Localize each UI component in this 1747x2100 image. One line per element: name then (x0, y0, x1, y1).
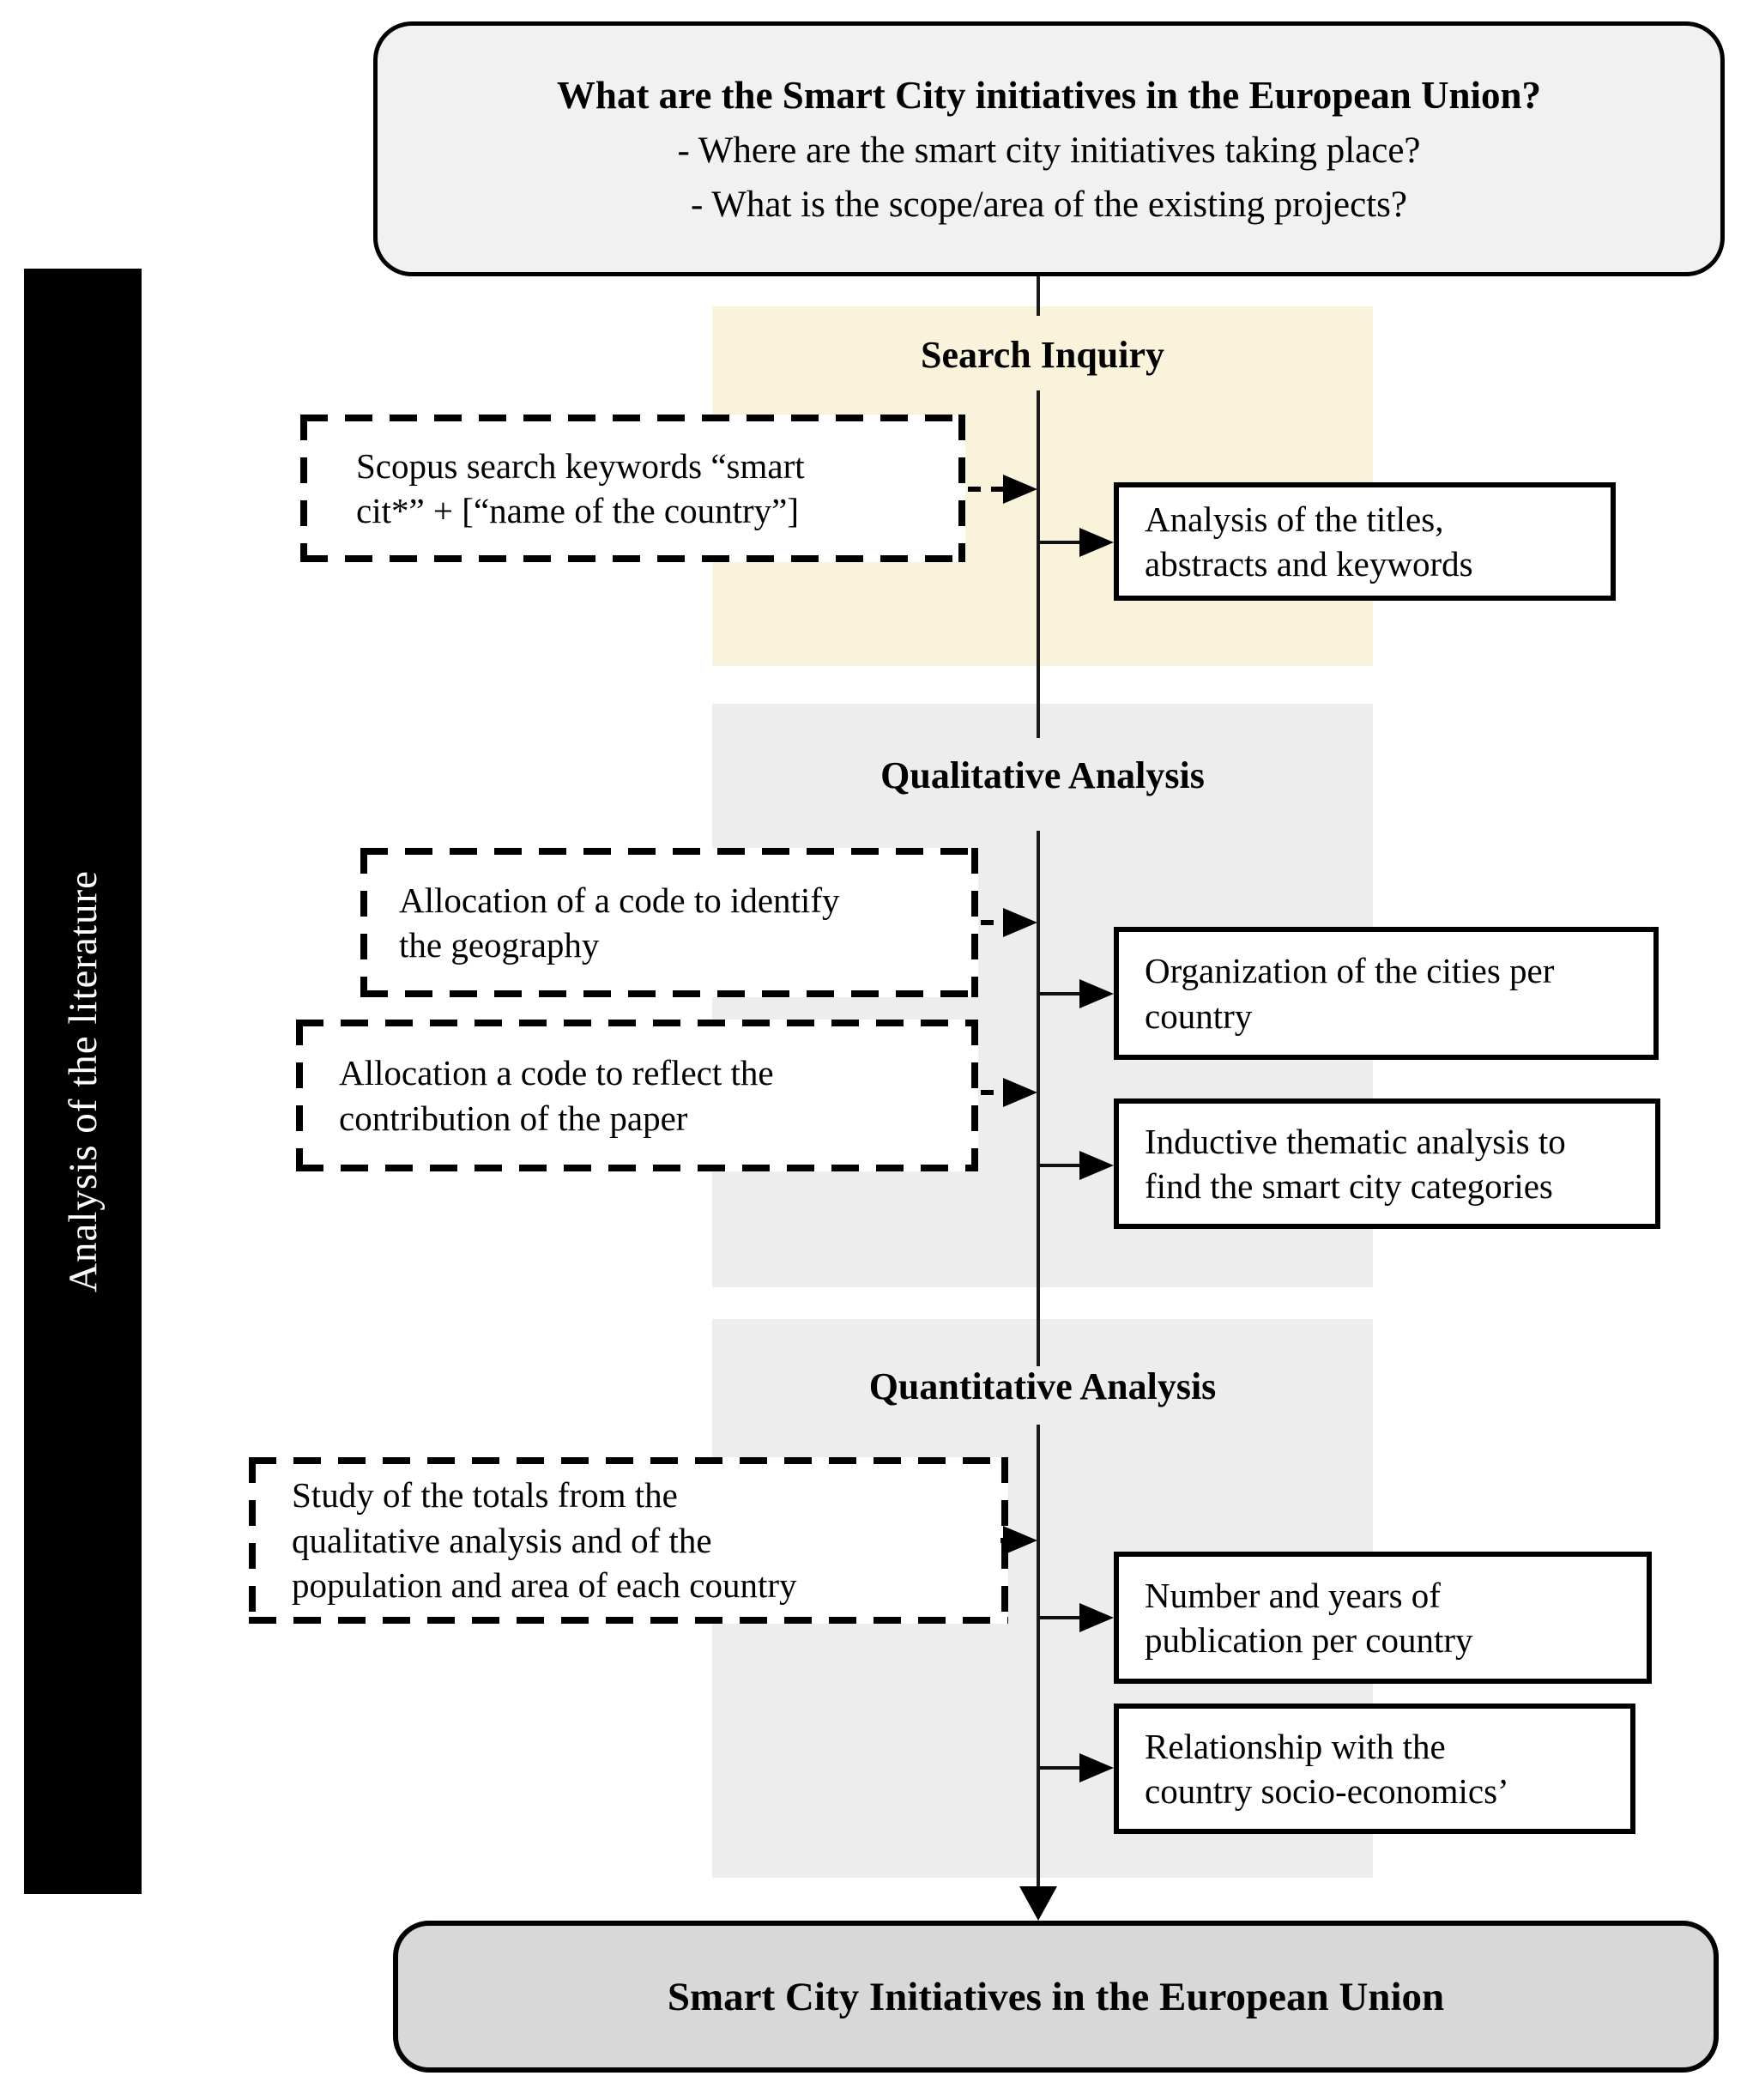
output-box-cities-per-country-text: Organization of the cities per country (1145, 951, 1555, 1036)
literature-analysis-banner: Analysis of the literature (24, 269, 142, 1894)
output-box-thematic-analysis: Inductive thematic analysis to find the … (1114, 1098, 1660, 1229)
output-box-socio-economics-text: Relationship with the country socio-econ… (1145, 1726, 1509, 1811)
flow-line-segment (1037, 390, 1040, 738)
section-title-search-inquiry: Search Inquiry (920, 334, 1165, 376)
research-question: What are the Smart City initiatives in t… (556, 73, 1542, 117)
output-box-title-abstract-analysis-text: Analysis of the titles, abstracts and ke… (1145, 499, 1473, 584)
dashed-line (981, 920, 1003, 925)
arrowhead-icon (1003, 1526, 1037, 1555)
section-title-qualitative: Qualitative Analysis (880, 754, 1205, 796)
arrowhead-icon (1079, 979, 1114, 1008)
flow-line-segment (1037, 276, 1040, 316)
solid-line (1039, 1616, 1079, 1619)
arrow-down-icon (1019, 1886, 1057, 1921)
output-box-publications-per-country: Number and years of publication per coun… (1114, 1552, 1652, 1684)
dashed-arrow-right-icon (981, 1078, 1037, 1107)
input-box-geography-code: Allocation of a code to identify the geo… (360, 848, 978, 997)
dashed-line (981, 1090, 1003, 1095)
solid-line (1039, 1164, 1079, 1167)
output-box-thematic-analysis-text: Inductive thematic analysis to find the … (1145, 1121, 1566, 1206)
input-box-contribution-code-text: Allocation a code to reflect the contrib… (339, 1053, 774, 1138)
solid-arrow-right-icon (1039, 1753, 1114, 1782)
result-box-label: Smart City Initiatives in the European U… (667, 1974, 1445, 2019)
solid-arrow-right-icon (1039, 1151, 1114, 1180)
solid-line (1039, 1766, 1079, 1770)
output-box-socio-economics: Relationship with the country socio-econ… (1114, 1704, 1635, 1834)
dashed-arrow-right-icon (968, 475, 1037, 504)
research-question-box: What are the Smart City initiatives in t… (373, 21, 1725, 276)
result-box: Smart City Initiatives in the European U… (393, 1921, 1719, 2073)
input-box-contribution-code: Allocation a code to reflect the contrib… (296, 1020, 978, 1171)
input-box-totals-study-text: Study of the totals from the qualitative… (292, 1475, 797, 1606)
output-box-title-abstract-analysis: Analysis of the titles, abstracts and ke… (1114, 482, 1616, 601)
dashed-arrow-right-icon (981, 908, 1037, 937)
section-title-quantitative: Quantitative Analysis (868, 1365, 1217, 1407)
solid-arrow-right-icon (1039, 979, 1114, 1008)
dashed-line (968, 487, 1003, 492)
arrowhead-icon (1079, 528, 1114, 557)
input-box-geography-code-text: Allocation of a code to identify the geo… (399, 880, 840, 965)
input-box-scopus-keywords-text: Scopus search keywords “smart cit*” + [“… (356, 445, 805, 530)
banner-label: Analysis of the literature (60, 870, 106, 1292)
arrowhead-icon (1003, 475, 1037, 504)
arrowhead-icon (1079, 1603, 1114, 1632)
output-box-cities-per-country: Organization of the cities per country (1114, 927, 1659, 1060)
flow-line-segment (1037, 1425, 1040, 1886)
input-box-totals-study: Study of the totals from the qualitative… (249, 1457, 1008, 1624)
arrowhead-icon (1003, 908, 1037, 937)
sub-question-1: - Where are the smart city initiatives t… (677, 130, 1421, 171)
solid-line (1039, 992, 1079, 996)
sub-question-2: - What is the scope/area of the existing… (690, 184, 1407, 225)
dashed-line (1000, 1538, 1003, 1543)
solid-arrow-right-icon (1039, 528, 1114, 557)
input-box-scopus-keywords: Scopus search keywords “smart cit*” + [“… (300, 415, 965, 562)
dashed-arrow-right-icon (1000, 1526, 1037, 1555)
arrowhead-icon (1003, 1078, 1037, 1107)
flow-line-segment (1037, 831, 1040, 1366)
arrowhead-icon (1079, 1753, 1114, 1782)
output-box-publications-per-country-text: Number and years of publication per coun… (1145, 1575, 1473, 1660)
solid-line (1039, 541, 1079, 544)
solid-arrow-right-icon (1039, 1603, 1114, 1632)
arrowhead-icon (1079, 1151, 1114, 1180)
